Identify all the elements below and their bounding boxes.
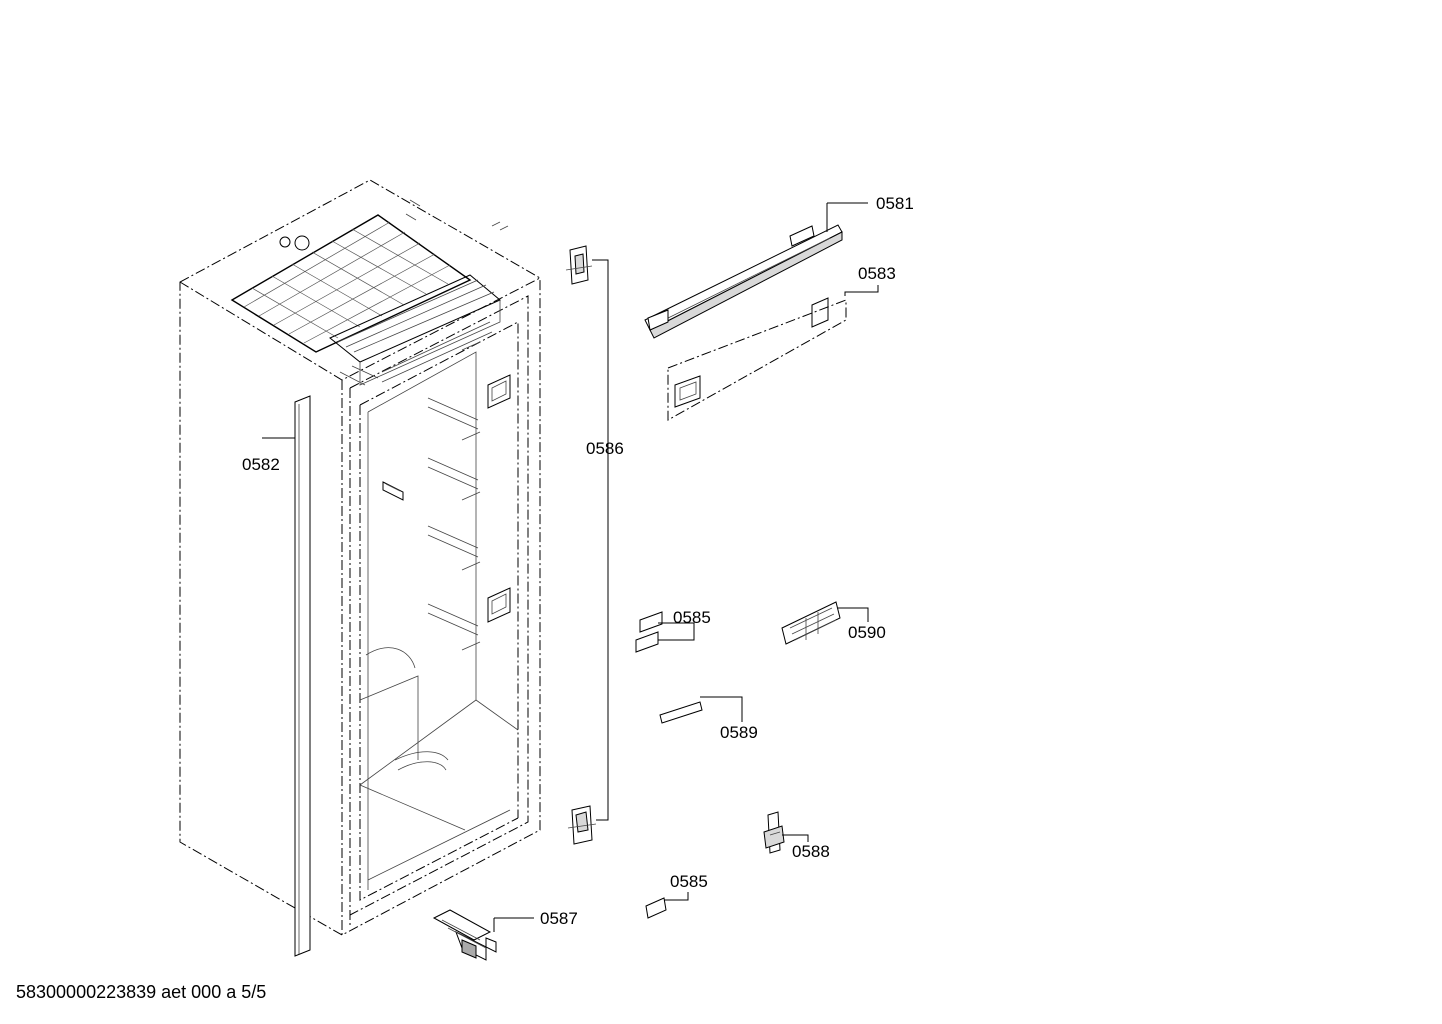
label-0583: 0583 <box>858 264 896 283</box>
part-0582-strip <box>262 395 311 957</box>
label-0589: 0589 <box>720 723 758 742</box>
wall-connector-upper <box>487 374 511 409</box>
label-0587: 0587 <box>540 909 578 928</box>
label-0585-lower: 0585 <box>670 872 708 891</box>
label-0585-upper: 0585 <box>673 608 711 627</box>
label-0590: 0590 <box>848 623 886 642</box>
label-0582: 0582 <box>242 455 280 474</box>
top-grid-panel <box>230 214 501 386</box>
part-0585-lower-pad <box>645 892 689 919</box>
part-0589-bar <box>659 696 743 724</box>
part-0588-clip <box>763 811 809 854</box>
part-0583-panel <box>667 285 879 421</box>
shelf-supports <box>427 341 481 651</box>
wall-connector-lower <box>487 587 511 623</box>
part-0585-upper-pads <box>635 611 695 653</box>
light-switch <box>382 481 404 501</box>
label-0581: 0581 <box>876 194 914 213</box>
part-0590-plate <box>781 601 869 645</box>
part-0587-bracket <box>432 909 534 961</box>
part-0581-rail <box>644 202 868 339</box>
label-0588: 0588 <box>792 842 830 861</box>
document-id: 58300000223839 aet 000 a 5/5 <box>16 982 266 1002</box>
cabinet-body <box>179 179 541 936</box>
label-0586: 0586 <box>586 439 624 458</box>
part-0586-hinges <box>565 245 609 845</box>
